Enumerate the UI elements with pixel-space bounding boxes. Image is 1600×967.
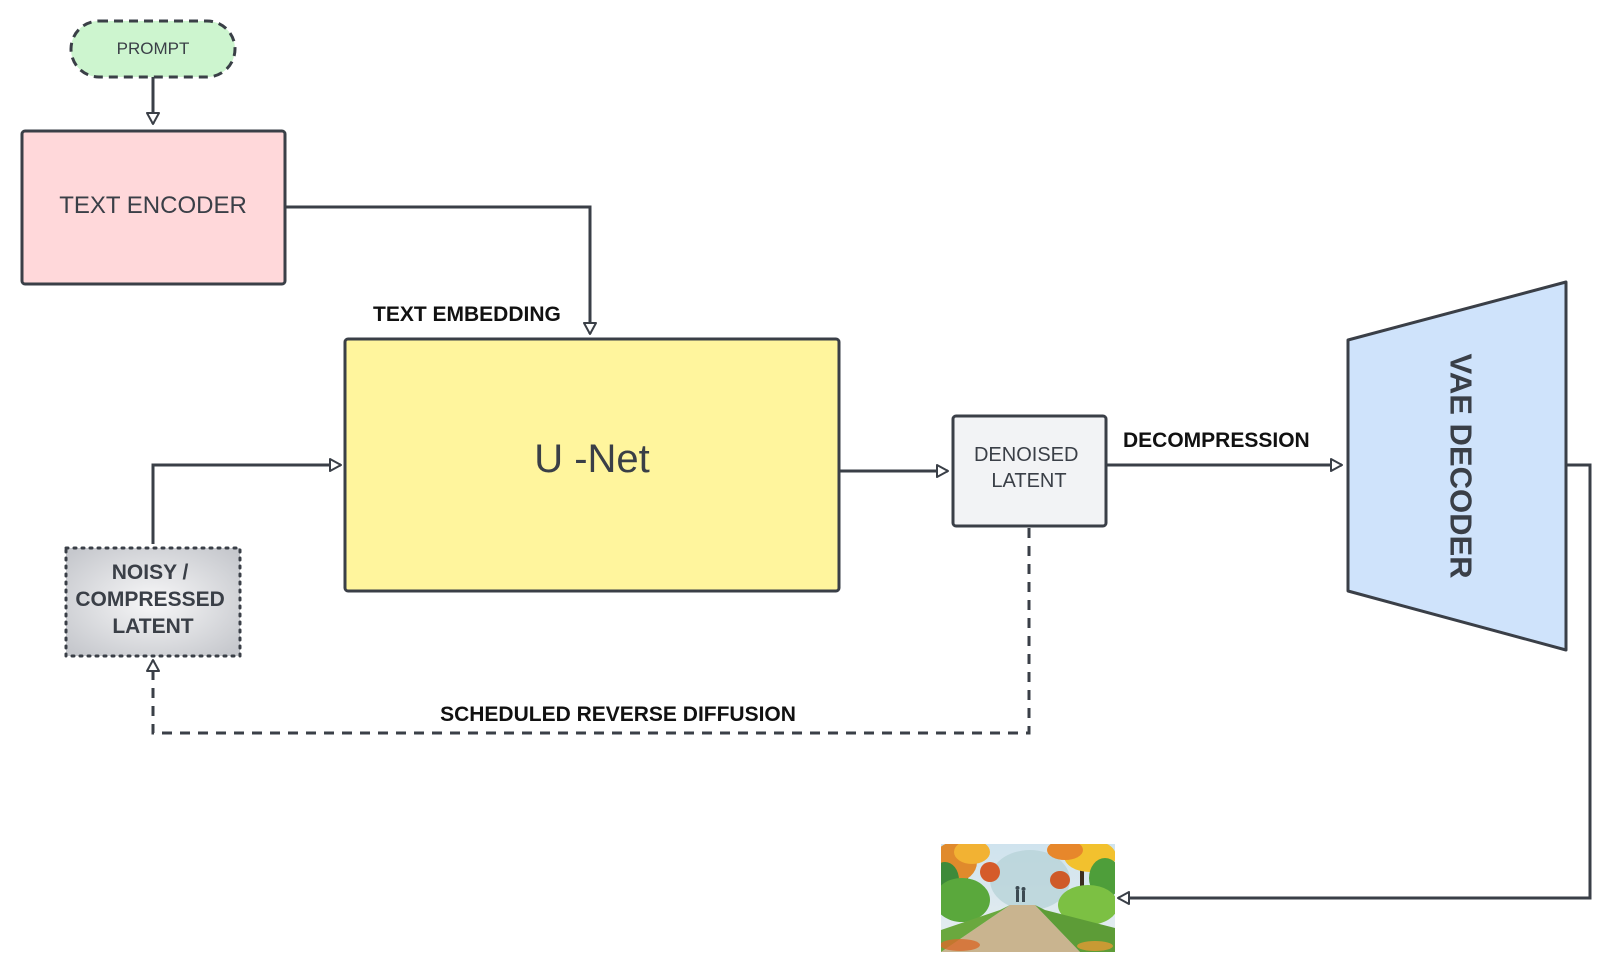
prompt-node: PROMPT — [69, 19, 237, 79]
denoised-latent-node: DENOISED LATENT — [951, 414, 1108, 528]
edge-noisy-to-unet — [151, 458, 342, 544]
denoised-latent-line-1: DENOISED — [974, 444, 1078, 466]
edge-text-embedding — [285, 205, 597, 335]
prompt-label: PROMPT — [117, 39, 190, 58]
noisy-latent-line-2: COMPRESSED — [75, 588, 224, 611]
svg-text:DENOISED LATENT: DENOISED LATENT — [974, 444, 1084, 492]
painted-forest-path-image — [941, 844, 1115, 952]
unet-node: U -Net — [343, 337, 841, 593]
svg-text:NOISY / COMPRESSED: NOISY / COMPRESSED LATENT — [75, 561, 230, 638]
noisy-latent-line-3: LATENT — [112, 615, 193, 638]
text-embedding-label: TEXT EMBEDDING — [373, 303, 561, 326]
edge-vae-to-image — [1117, 463, 1592, 905]
vae-decoder-label: VAE DECODER — [1444, 353, 1479, 578]
text-encoder-label: TEXT ENCODER — [59, 192, 247, 219]
edge-reverse-diffusion — [146, 528, 1031, 735]
text-encoder-node: TEXT ENCODER — [20, 129, 287, 286]
noisy-latent-node: NOISY / COMPRESSED LATENT — [64, 546, 242, 658]
reverse-diffusion-label: SCHEDULED REVERSE DIFFUSION — [440, 703, 796, 726]
decompression-label: DECOMPRESSION — [1123, 429, 1310, 452]
unet-label: U -Net — [534, 437, 650, 481]
noisy-latent-line-1: NOISY / — [112, 561, 189, 584]
vae-decoder-node: VAE DECODER — [1346, 280, 1568, 652]
denoised-latent-line-2: LATENT — [991, 470, 1066, 492]
